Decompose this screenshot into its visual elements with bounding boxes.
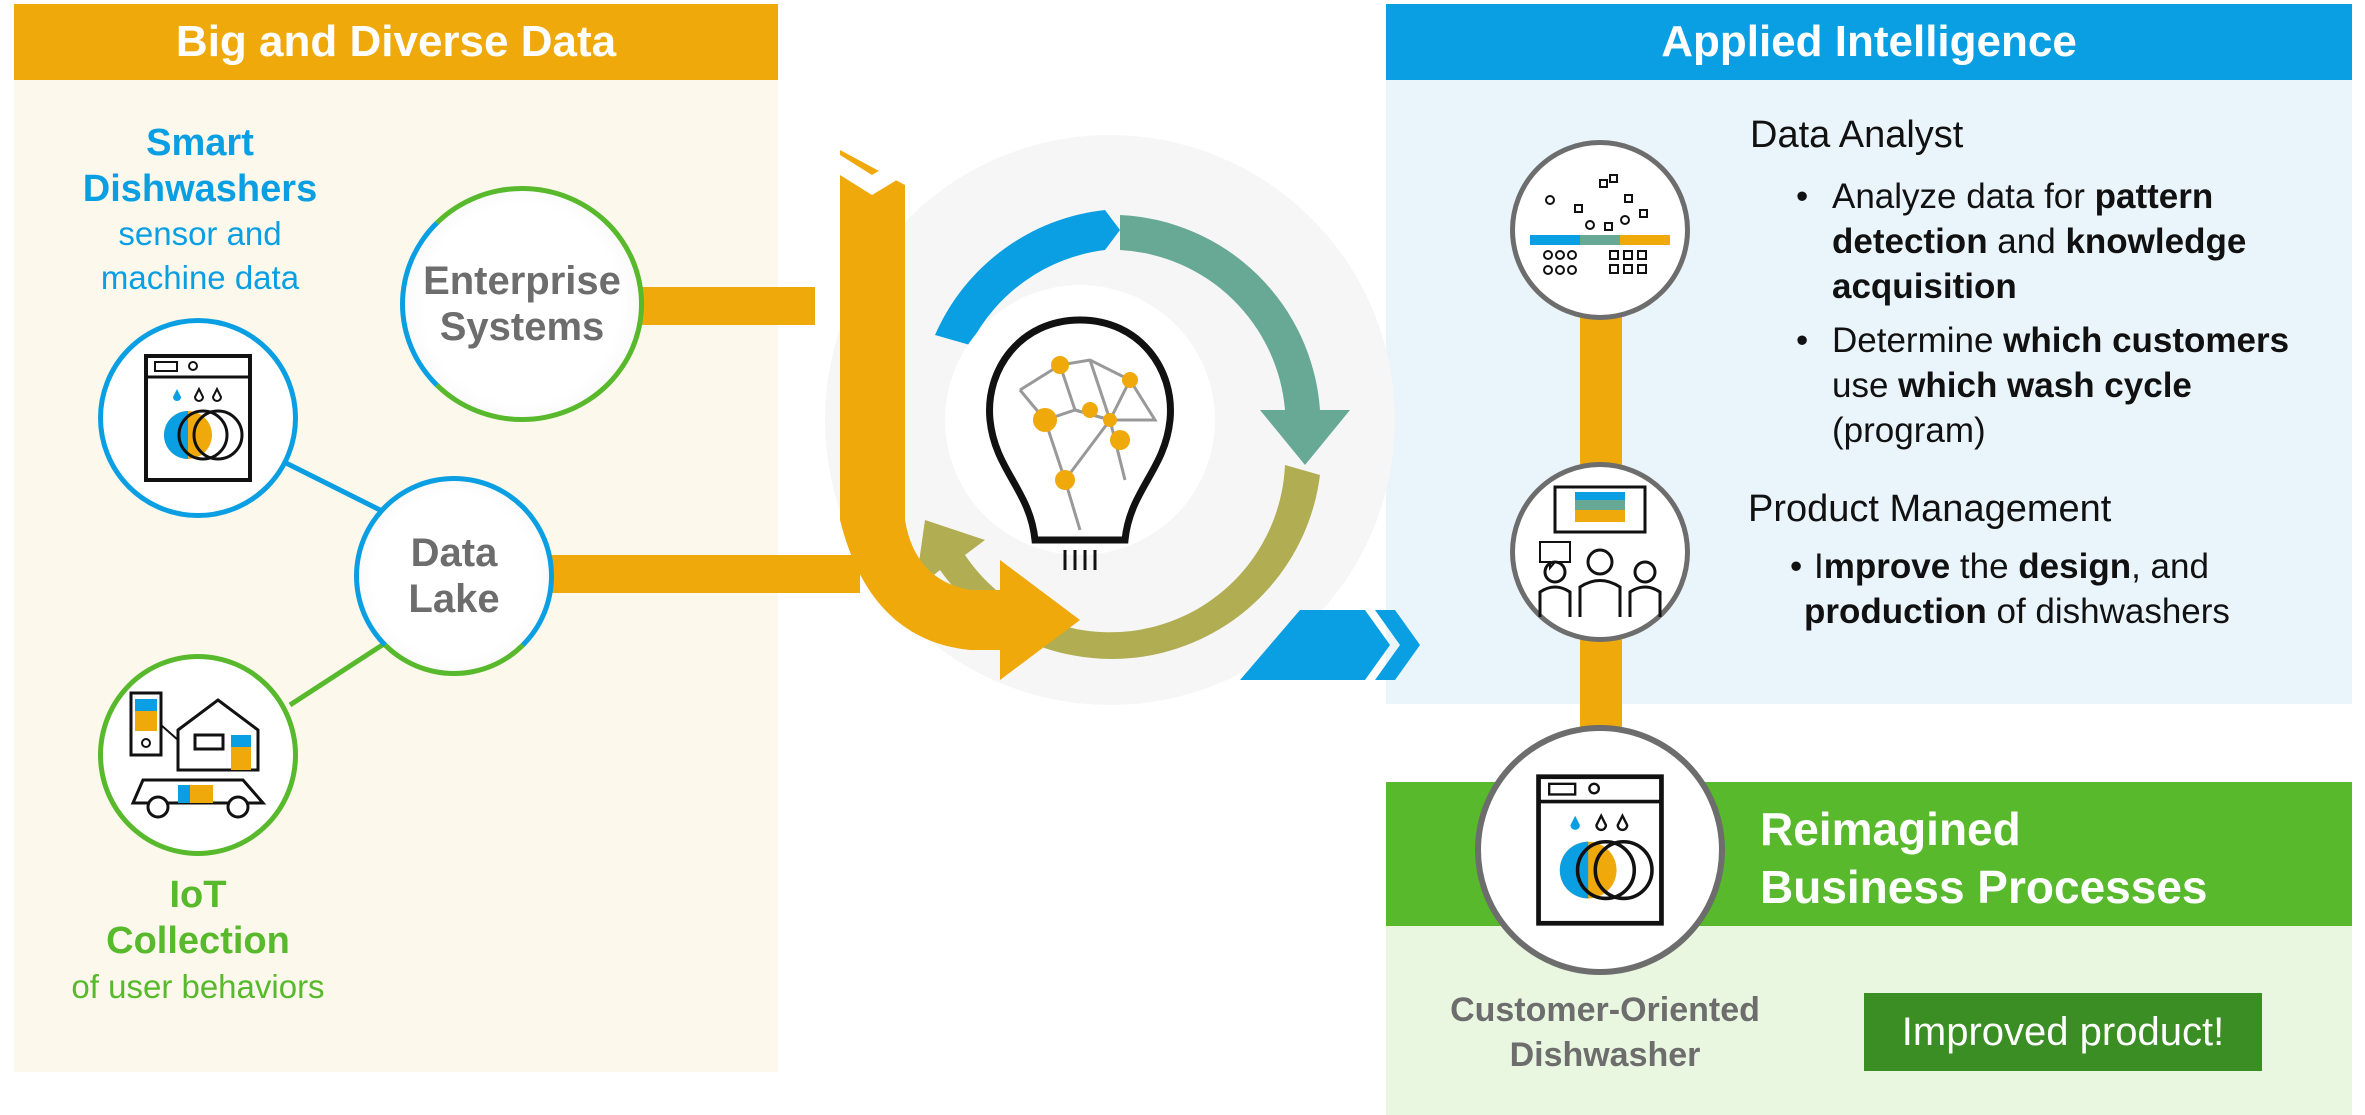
product-b1-bold-3: production: [1804, 592, 1987, 631]
product-b1-text-1: I: [1814, 547, 1824, 586]
product-b1-text-3: , and: [2131, 547, 2209, 586]
analyst-bullet-1: • Analyze data for pattern detection and…: [1796, 177, 2247, 306]
iot-title-line-2: Collection: [106, 920, 290, 962]
big-data-header: Big and Diverse Data: [14, 4, 778, 80]
analyst-b1-bold-2: detection: [1832, 222, 1988, 261]
iot-circle: [98, 654, 298, 856]
analyst-b2-bold-1: which customers: [2003, 321, 2290, 360]
dishwasher-icon: [1536, 774, 1664, 926]
analyst-b1-and: and: [1987, 222, 2066, 261]
analyst-b2-program: (program): [1832, 411, 1986, 450]
product-b1-text-2: the: [1950, 547, 2019, 586]
enterprise-line-1: Enterprise: [423, 259, 621, 303]
smart-title-line-2: Dishwashers: [82, 168, 318, 210]
product-bullet-1: • Improve the design, and production of …: [1790, 547, 2230, 631]
dishwasher-circle: [98, 318, 298, 518]
connected-home-icon: [129, 691, 267, 819]
smart-sub-line-2: machine data: [100, 259, 300, 296]
iot-sub: of user behaviors: [71, 968, 325, 1005]
dishwasher-icon: [144, 354, 252, 482]
data-lake-circle: Data Lake: [354, 476, 554, 676]
smart-sub-line-1: sensor and: [118, 215, 282, 252]
data-analysis-icon: [1530, 174, 1670, 275]
product-b1-text-4: of dishwashers: [1986, 592, 2230, 631]
reimagined-line-1: Reimagined: [1760, 803, 2021, 855]
data-lake-line-1: Data: [410, 531, 498, 575]
iot-collection-label: IoT Collection of user behaviors: [40, 872, 356, 1010]
reimagined-title: Reimagined Business Processes: [1760, 800, 2208, 916]
customer-dishwasher-circle: [1475, 725, 1725, 975]
applied-intelligence-title: Applied Intelligence: [1661, 17, 2077, 66]
data-analyst-heading: Data Analyst: [1750, 114, 1964, 156]
product-management-heading: Product Management: [1748, 488, 2112, 530]
customer-line-2: Dishwasher: [1509, 1036, 1701, 1074]
blue-chevron: [1240, 610, 1390, 680]
analyst-b2-use: use: [1832, 366, 1899, 405]
data-analyst-circle: [1510, 140, 1690, 320]
blue-arc: [935, 210, 1120, 345]
enterprise-line-2: Systems: [439, 305, 605, 349]
analyst-b2-text: Determine: [1832, 321, 2004, 360]
analyst-b1-bold-4: acquisition: [1832, 267, 2017, 306]
product-b1-bold-1: mprove: [1823, 547, 1951, 586]
analyst-b2-bold-2: which wash cycle: [1898, 366, 2192, 405]
analyst-b1-bold-3: knowledge: [2065, 222, 2247, 261]
product-management-circle: [1510, 462, 1690, 642]
team-discussion-icon: [1538, 485, 1662, 617]
teal-arc: [1120, 215, 1350, 465]
improved-product-text: Improved product!: [1901, 1009, 2225, 1054]
smart-dishwashers-label: Smart Dishwashers sensor and machine dat…: [60, 120, 340, 300]
analyst-bullet-2: • Determine which customers use which wa…: [1796, 321, 2290, 450]
cycle-graphic: [825, 135, 1420, 705]
smart-title-line-1: Smart: [146, 122, 254, 164]
data-lake-line-2: Lake: [408, 577, 500, 621]
big-data-title: Big and Diverse Data: [175, 17, 617, 66]
reimagined-line-2: Business Processes: [1760, 861, 2208, 913]
orange-arrow: [840, 150, 1080, 680]
improved-product-badge: Improved product!: [1864, 993, 2262, 1071]
applied-intelligence-header: Applied Intelligence: [1386, 4, 2352, 80]
customer-oriented-label: Customer-Oriented Dishwasher: [1420, 988, 1790, 1078]
product-b1-bold-2: design: [2018, 547, 2132, 586]
big-data-panel: Big and Diverse Data: [14, 4, 778, 1072]
customer-line-1: Customer-Oriented: [1450, 991, 1760, 1029]
analyst-b1-bold-1: pattern: [2094, 177, 2214, 216]
analyst-b1-text: Analyze data for: [1832, 177, 2095, 216]
iot-title-line-1: IoT: [169, 874, 227, 916]
enterprise-systems-circle: Enterprise Systems: [400, 186, 644, 422]
